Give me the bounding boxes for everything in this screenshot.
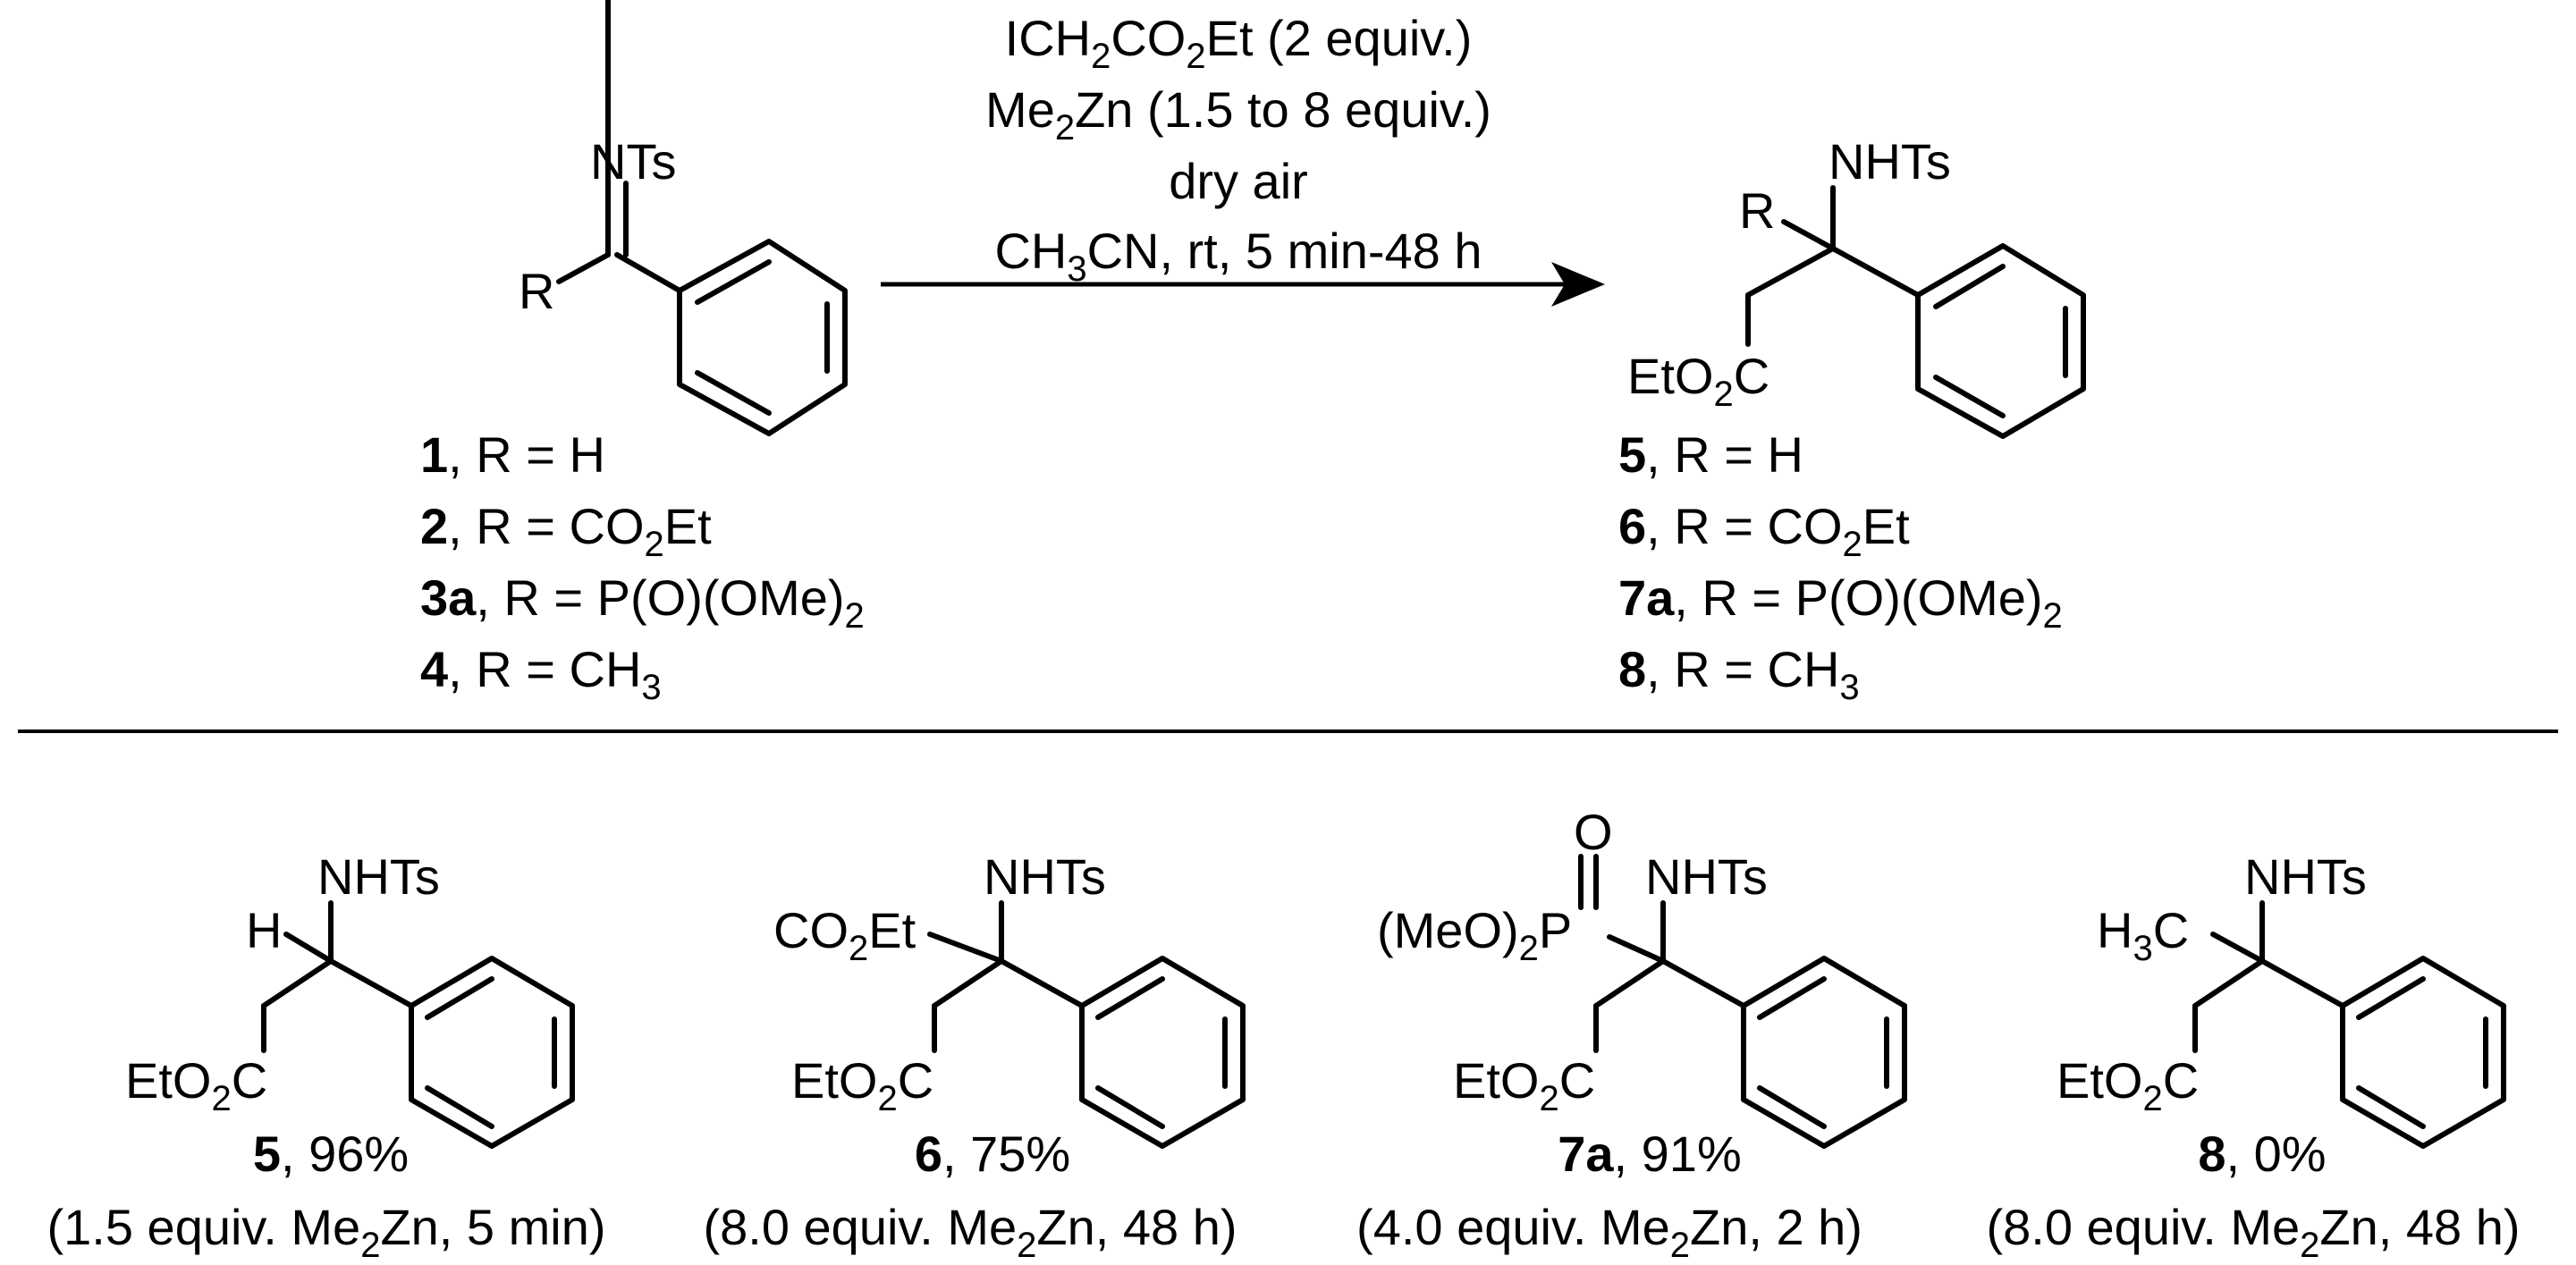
reactant-entry-2: 2, R = CO2Et	[420, 498, 712, 564]
product-entry-7a: 7a, R = P(O)(OMe)2	[1618, 569, 2063, 636]
condition-line-3: dry air	[1169, 153, 1308, 209]
result-6-ester: EtO2C	[791, 1052, 933, 1118]
product-entry-8: 8, R = CH3	[1618, 641, 1860, 707]
result-7a-nhts: NHTs	[1645, 848, 1768, 905]
result-5-r-label: H	[246, 902, 282, 958]
ester-label: EtO2C	[1627, 348, 1769, 414]
result-6-conditions: (8.0 equiv. Me2Zn, 48 h)	[703, 1199, 1237, 1265]
result-8-r-label: H3C	[2097, 902, 2189, 968]
result-compound-8: NHTs H3C EtO2C 8, 0% (8.0 equiv. Me2Zn, …	[1986, 848, 2520, 1265]
result-8-yield: 8, 0%	[2198, 1126, 2326, 1182]
result-6-yield: 6, 75%	[915, 1126, 1070, 1182]
condition-line-2: Me2Zn (1.5 to 8 equiv.)	[985, 81, 1491, 148]
product-structure: NHTs R EtO2C	[1627, 133, 2086, 439]
product-compound-list: 5, R = H 6, R = CO2Et 7a, R = P(O)(OMe)2…	[1618, 426, 2063, 707]
result-compound-6: NHTs CO2Et EtO2C 6, 75% (8.0 equiv. Me2Z…	[703, 848, 1246, 1265]
condition-line-4: CH3CN, rt, 5 min-48 h	[994, 223, 1482, 289]
nts-label: NTs	[590, 133, 676, 190]
result-7a-r-label: (MeO)2P	[1377, 902, 1572, 968]
result-compound-5: NHTs H EtO2C 5, 96% (1.5 equiv. Me2Zn, 5…	[47, 848, 606, 1265]
result-5-conditions: (1.5 equiv. Me2Zn, 5 min)	[47, 1199, 606, 1265]
r-label: R	[519, 263, 554, 319]
result-7a-oxo: O	[1574, 804, 1613, 860]
reaction-conditions: ICH2CO2Et (2 equiv.) Me2Zn (1.5 to 8 equ…	[985, 10, 1491, 289]
result-6-nhts: NHTs	[984, 848, 1106, 905]
product-entry-6: 6, R = CO2Et	[1618, 498, 1910, 564]
reactant-entry-3a: 3a, R = P(O)(OMe)2	[420, 569, 865, 636]
result-compound-7a: O NHTs (MeO)2P EtO2C 7a, 91% (4.0 equiv.…	[1356, 804, 1907, 1265]
result-7a-ester: EtO2C	[1453, 1052, 1595, 1118]
result-6-r-label: CO2Et	[773, 902, 916, 968]
reactant-imine-structure: NTs R	[519, 0, 848, 436]
reactant-entry-1: 1, R = H	[420, 426, 605, 483]
result-8-nhts: NHTs	[2244, 848, 2367, 905]
product-r-label: R	[1739, 182, 1775, 239]
product-entry-5: 5, R = H	[1618, 426, 1803, 483]
reactant-entry-4: 4, R = CH3	[420, 641, 662, 707]
reactant-compound-list: 1, R = H 2, R = CO2Et 3a, R = P(O)(OMe)2…	[420, 426, 865, 707]
result-7a-yield: 7a, 91%	[1558, 1126, 1742, 1182]
result-5-nhts: NHTs	[317, 848, 440, 905]
nhts-label: NHTs	[1829, 133, 1951, 190]
result-8-conditions: (8.0 equiv. Me2Zn, 48 h)	[1986, 1199, 2520, 1265]
result-8-ester: EtO2C	[2057, 1052, 2199, 1118]
result-5-ester: EtO2C	[125, 1052, 267, 1118]
condition-line-1: ICH2CO2Et (2 equiv.)	[1005, 10, 1473, 76]
result-7a-conditions: (4.0 equiv. Me2Zn, 2 h)	[1356, 1199, 1862, 1265]
result-5-yield: 5, 96%	[253, 1126, 409, 1182]
